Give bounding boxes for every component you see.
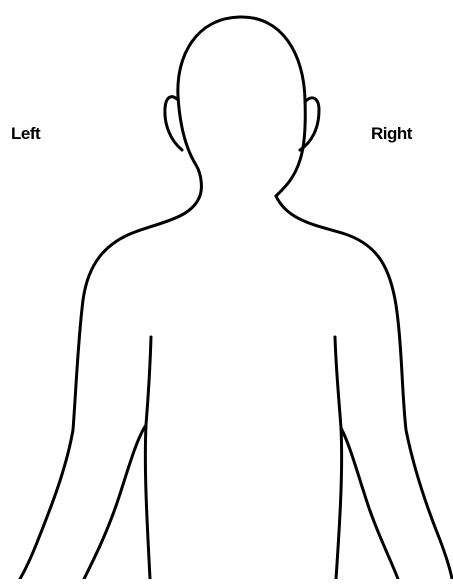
head-left-side <box>178 96 201 198</box>
right-inner-arm <box>341 428 398 579</box>
right-side-label: Right <box>371 124 412 144</box>
right-torso-line <box>335 337 342 579</box>
left-side-label: Left <box>11 124 40 144</box>
left-torso-line <box>145 337 151 579</box>
left-inner-arm <box>84 425 146 579</box>
right-shoulder-arm <box>276 196 452 579</box>
